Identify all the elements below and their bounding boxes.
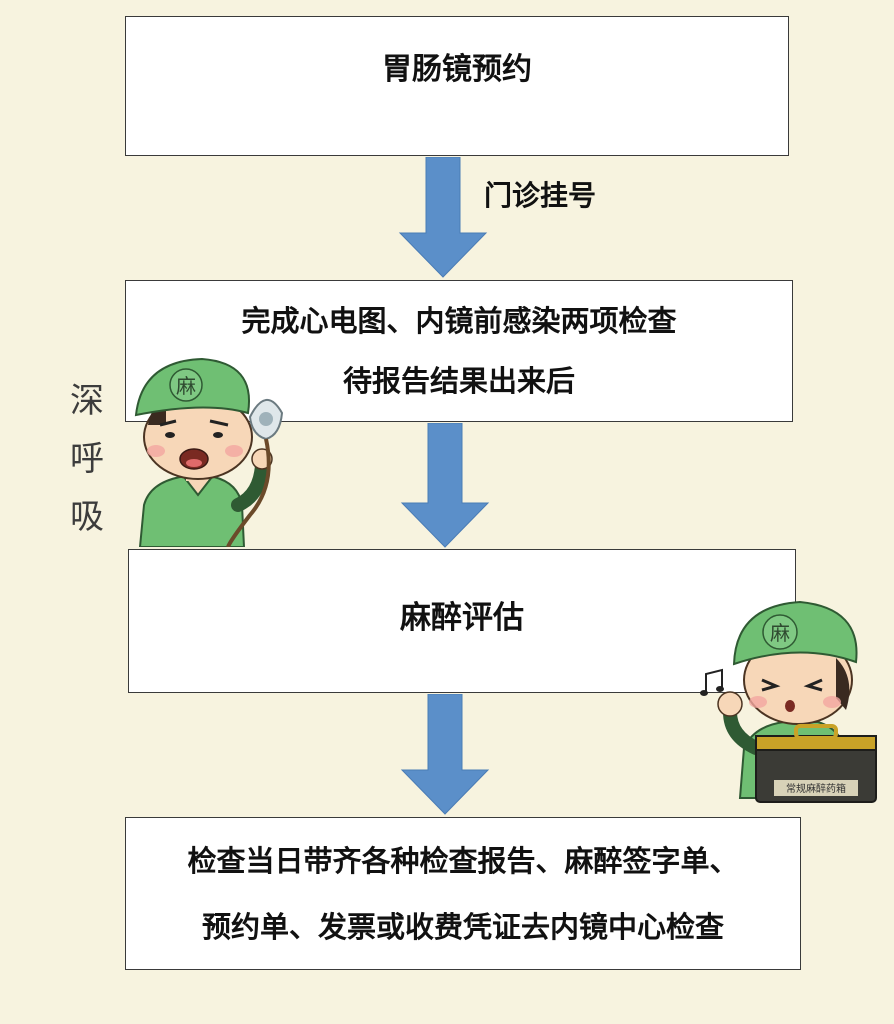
cap-letter: 麻	[770, 621, 790, 645]
breath-char-2: 呼	[70, 439, 104, 479]
step-text: 胃肠镜预约	[382, 52, 532, 87]
deep-breath-text: 深 呼 吸	[62, 372, 112, 546]
breath-char-1: 深	[70, 381, 104, 421]
step-text-line-1: 完成心电图、内镜前感染两项检查	[241, 304, 677, 338]
step-box-appointment: 胃肠镜预约	[125, 16, 789, 156]
step-text-line-2: 预约单、发票或收费凭证去内镜中心检查	[201, 909, 724, 944]
connector-label: 门诊挂号	[484, 179, 597, 212]
toolbox-label: 常规麻醉药箱	[786, 782, 846, 795]
anesthesiologist-with-mask-illustration: 麻	[134, 357, 284, 547]
arrow-down-3	[400, 694, 490, 815]
breath-char-3: 吸	[70, 497, 104, 537]
arrow-down-2	[400, 423, 490, 548]
step-text-line-2: 待报告结果出来后	[342, 364, 575, 398]
anesthesiologist-with-toolbox-illustration: 麻 常规麻醉药箱	[700, 600, 877, 803]
step-box-anesthesia-assessment: 麻醉评估	[128, 549, 796, 693]
step-text: 麻醉评估	[400, 599, 524, 636]
arrow-down-1	[398, 157, 488, 278]
step-box-exam-day: 检查当日带齐各种检查报告、麻醉签字单、 预约单、发票或收费凭证去内镜中心检查	[125, 817, 801, 970]
cap-letter: 麻	[176, 374, 196, 398]
step-text-line-1: 检查当日带齐各种检查报告、麻醉签字单、	[187, 843, 739, 878]
